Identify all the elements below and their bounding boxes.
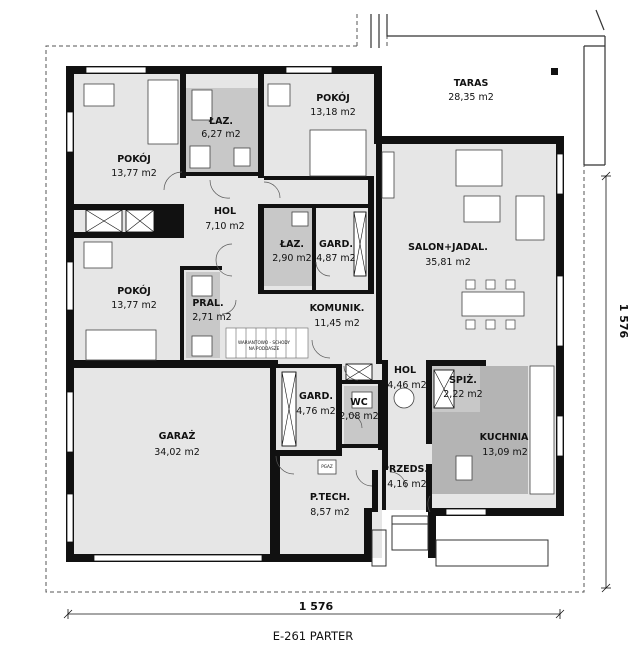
room-area-komunikacja: 11,45 m2 (314, 318, 360, 329)
terrace-outline (370, 9, 606, 166)
garage-door (93, 554, 263, 562)
room-name-pokoj-2: POKÓJ (117, 153, 151, 165)
room-area-lazienka-2: 2,90 m2 (272, 253, 311, 264)
room-area-garderoba-2: 4,76 m2 (296, 406, 335, 417)
room-name-salon: SALON+JADAL. (408, 242, 488, 253)
dimension-horizontal-label: 1 576 (299, 600, 334, 613)
room-name-komunikacja: KOMUNIK. (310, 303, 365, 314)
stair-note-line1: WARIANTOWO - SCHODY (238, 340, 290, 345)
room-name-hol-2: HOL (394, 365, 416, 376)
door-swings (163, 171, 431, 513)
room-name-pokoj-3: POKÓJ (117, 285, 151, 297)
room-area-hol-2: 4,46 m2 (387, 380, 426, 391)
terrace-post (551, 68, 558, 75)
room-name-przedsionek: PRZEDS. (382, 464, 428, 475)
plan-caption: E-261 PARTER (273, 629, 354, 643)
room-name-spizarnia: SPIŻ. (449, 375, 477, 386)
room-name-garderoba-1: GARD. (319, 239, 353, 250)
room-area-kuchnia: 13,09 m2 (482, 447, 528, 458)
room-area-pokoj-2: 13,77 m2 (111, 168, 157, 179)
windows (66, 66, 564, 543)
room-area-pom-tech: 8,57 m2 (310, 507, 349, 518)
room-area-salon: 35,81 m2 (425, 257, 471, 268)
room-name-pralnia: PRAL. (192, 298, 223, 309)
room-area-lazienka: 6,27 m2 (201, 129, 240, 140)
room-name-wc: WC (350, 397, 367, 408)
boiler-label: PGAZ (321, 464, 333, 469)
room-name-pom-tech: P.TECH. (310, 492, 350, 503)
room-name-garderoba-2: GARD. (299, 391, 333, 402)
furniture (83, 79, 555, 495)
dimension-horizontal (63, 609, 565, 619)
room-name-garaz: GARAŻ (159, 431, 196, 442)
room-labels: TARAS 28,35 m2 ŁAZ. 6,27 m2 POKÓJ 13,18 … (111, 78, 529, 518)
room-name-kuchnia: KUCHNIA (480, 432, 529, 443)
room-area-spizarnia: 2,22 m2 (443, 389, 482, 400)
room-name-lazienka: ŁAZ. (208, 116, 233, 127)
wardrobe-hatching (85, 209, 455, 447)
interior-walls (74, 74, 486, 554)
stairs (225, 327, 309, 359)
room-name-hol-1: HOL (214, 206, 236, 217)
room-name-pokoj-1: POKÓJ (316, 92, 350, 104)
dining-chairs (465, 279, 516, 330)
room-area-pralnia: 2,71 m2 (192, 312, 231, 323)
room-area-pokoj-1: 13,18 m2 (310, 107, 356, 118)
room-area-taras: 28,35 m2 (448, 92, 494, 103)
room-area-garderoba-1: 4,87 m2 (316, 253, 355, 264)
dimension-vertical (601, 171, 611, 593)
entrance-canopy (371, 515, 549, 567)
room-name-lazienka-2: ŁAZ. (279, 239, 304, 250)
stair-note-line2: NA PODDASZE (249, 346, 280, 351)
room-area-pokoj-3: 13,77 m2 (111, 300, 157, 311)
room-area-hol-1: 7,10 m2 (205, 221, 244, 232)
room-area-przedsionek: 4,16 m2 (387, 479, 426, 490)
room-area-wc: 2,08 m2 (339, 411, 378, 422)
room-name-taras: TARAS (454, 78, 489, 89)
room-area-garaz: 34,02 m2 (154, 447, 200, 458)
dimension-vertical-label: 1 576 (617, 304, 630, 339)
